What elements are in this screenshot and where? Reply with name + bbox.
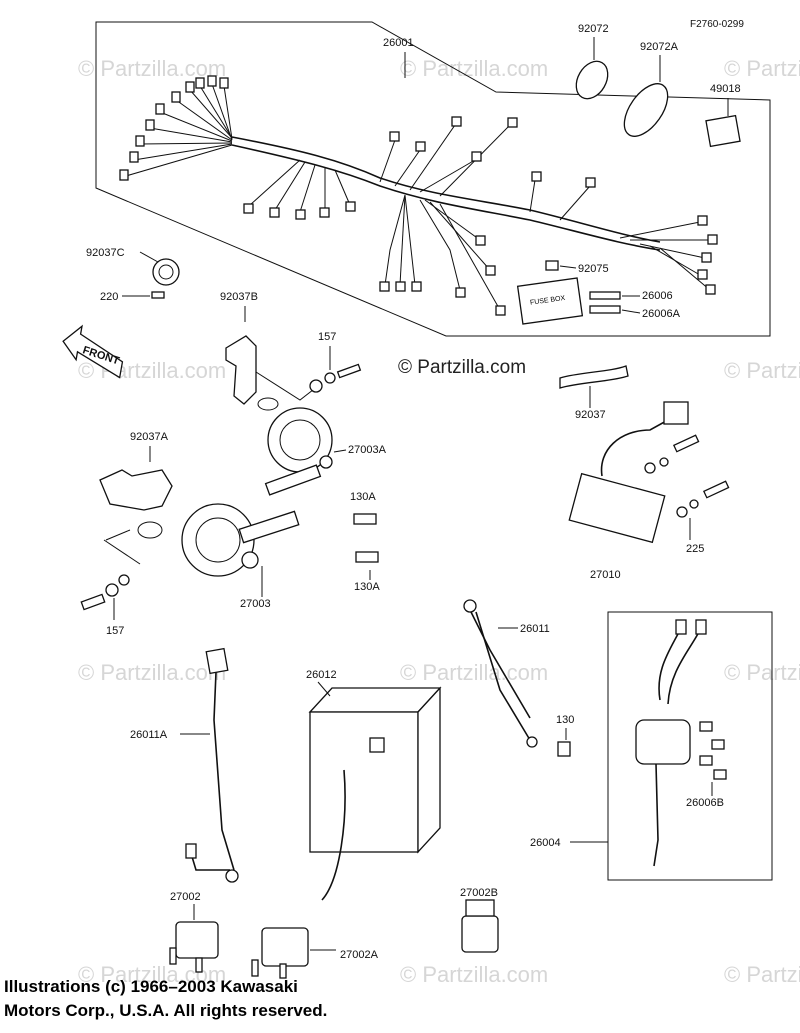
label-92072A: 92072A	[640, 41, 679, 53]
copyright-line-1: Illustrations (c) 1966–2003 Kawasaki	[4, 977, 298, 996]
part-26011A-cable	[185, 647, 239, 883]
label-130: 130	[556, 714, 574, 726]
part-92037B-bracket	[225, 335, 257, 405]
main-wiring-harness: FUSE BOX	[119, 75, 718, 325]
label-26011: 26011	[520, 623, 550, 635]
label-26006: 26006	[642, 290, 673, 302]
label-130A-upper: 130A	[350, 491, 376, 503]
figure-code: F2760-0299	[690, 19, 744, 30]
part-92037A-bracket	[99, 469, 173, 511]
label-26001: 26001	[383, 37, 414, 49]
harness-outline	[95, 21, 771, 337]
label-26012: 26012	[306, 669, 337, 681]
watermark: © Partzilla.com	[724, 358, 800, 383]
part-27003-horn	[181, 503, 255, 577]
label-27002B: 27002B	[460, 887, 498, 899]
label-26006B: 26006B	[686, 797, 724, 809]
center-watermark: © Partzilla.com	[398, 357, 527, 378]
watermark: © Partzilla.com	[400, 660, 548, 685]
part-27002-relay	[169, 921, 219, 973]
copyright-line-2: Motors Corp., U.S.A. All rights reserved…	[4, 1001, 328, 1020]
part-27002B-relay	[461, 899, 499, 953]
part-26004-box	[607, 611, 773, 881]
watermark: © Partzilla.com	[78, 660, 226, 685]
part-130A-bolt-upper	[353, 513, 377, 525]
watermark: © Partzilla.com	[724, 660, 800, 685]
part-92072-band	[575, 60, 609, 100]
label-220: 220	[100, 291, 118, 303]
part-26011-cable	[463, 599, 538, 748]
label-27003: 27003	[240, 598, 271, 610]
watermark-layer: © Partzilla.com © Partzilla.com © Partzi…	[78, 56, 800, 987]
label-92072: 92072	[578, 23, 609, 35]
part-92075-clip	[545, 260, 559, 271]
part-130-bolt	[557, 741, 571, 757]
label-92037C: 92037C	[86, 247, 125, 259]
label-225: 225	[686, 543, 704, 555]
label-26006A: 26006A	[642, 308, 681, 320]
label-27002: 27002	[170, 891, 201, 903]
part-26004-starter-relay	[635, 619, 727, 867]
label-26004: 26004	[530, 837, 561, 849]
part-49018-relay	[705, 114, 741, 148]
part-157-bolt-upper	[336, 363, 362, 379]
part-26012-battery	[308, 686, 442, 901]
part-26006-fuse	[589, 291, 621, 300]
label-92037B: 92037B	[220, 291, 258, 303]
part-92037-bracket	[559, 365, 629, 389]
label-26011A: 26011A	[130, 729, 168, 741]
part-130A-bolt-lower	[355, 551, 379, 563]
label-49018: 49018	[710, 83, 741, 95]
part-92037C-clamp	[152, 258, 180, 286]
label-92037A: 92037A	[130, 431, 169, 443]
label-27002A: 27002A	[340, 949, 379, 961]
part-27010-regulator	[568, 401, 730, 544]
copyright-notice: Illustrations (c) 1966–2003 Kawasaki Mot…	[4, 975, 424, 1023]
label-130A-lower: 130A	[354, 581, 380, 593]
watermark: © Partzilla.com	[724, 962, 800, 987]
watermark: © Partzilla.com	[78, 56, 226, 81]
part-27002A-relay	[251, 927, 309, 979]
watermark: © Partzilla.com	[400, 56, 548, 81]
watermark: © Partzilla.com	[400, 962, 548, 987]
part-220-screw	[151, 291, 165, 299]
label-157-upper: 157	[318, 331, 336, 343]
part-92072A-band	[623, 83, 669, 137]
watermark: © Partzilla.com	[724, 56, 800, 81]
label-27010: 27010	[590, 569, 621, 581]
fuse-box	[516, 277, 584, 325]
label-27003A: 27003A	[348, 444, 387, 456]
label-157-lower: 157	[106, 625, 124, 637]
part-157-bolt-lower	[80, 593, 106, 611]
label-92037: 92037	[575, 409, 606, 421]
part-26006A-fuse	[589, 305, 621, 314]
svg-text:FUSE BOX: FUSE BOX	[530, 295, 566, 307]
label-92075: 92075	[578, 263, 609, 275]
